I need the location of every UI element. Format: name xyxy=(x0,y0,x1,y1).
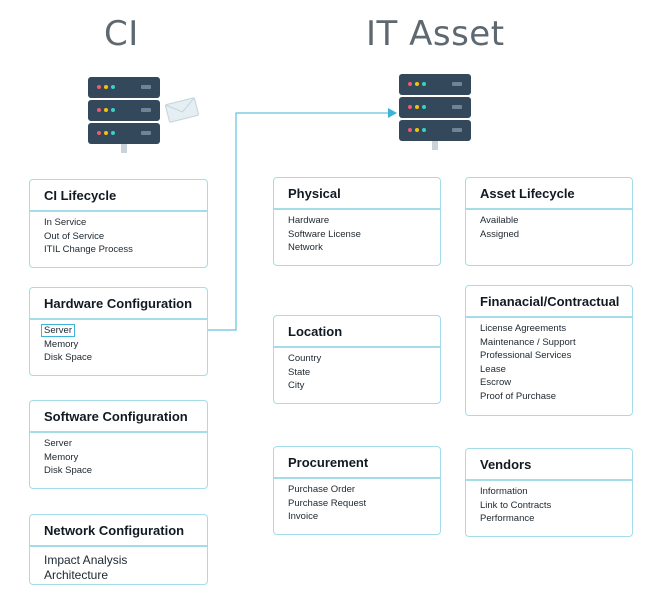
card-divider xyxy=(274,346,440,348)
list-item: City xyxy=(288,380,305,391)
list-item: Lease xyxy=(480,363,506,375)
card-title: Location xyxy=(288,324,343,339)
card-items: License Agreements Maintenance / Support… xyxy=(480,322,576,403)
card-divider xyxy=(466,479,632,481)
card-divider xyxy=(466,316,632,318)
list-item: Assigned xyxy=(480,228,520,240)
list-item: License Agreements xyxy=(480,323,567,334)
card-divider xyxy=(274,477,440,479)
list-item: Disk Space xyxy=(44,352,93,363)
card-hardware-configuration: Hardware Configuration Server Memory Dis… xyxy=(29,287,208,376)
arrowhead-icon xyxy=(388,108,397,118)
card-title: CI Lifecycle xyxy=(44,188,117,203)
list-item: Available xyxy=(480,215,519,226)
card-title: Vendors xyxy=(480,457,532,472)
card-physical: Physical Hardware Software License Netwo… xyxy=(273,177,441,266)
list-item: Server xyxy=(44,438,72,449)
server-highlight-tag: Server xyxy=(41,324,75,337)
ci-server-icon xyxy=(88,77,160,157)
card-title: Asset Lifecycle xyxy=(480,186,575,201)
list-item: Purchase Order xyxy=(288,484,356,495)
list-item: Network xyxy=(288,242,323,253)
it-asset-server-icon xyxy=(399,74,471,154)
card-items: Server Memory Disk Space xyxy=(41,324,93,365)
list-item: In Service xyxy=(44,217,87,228)
list-item: ITIL Change Process xyxy=(44,244,133,255)
card-divider xyxy=(466,208,632,210)
list-item: Disk Space xyxy=(44,465,93,476)
card-title: Network Configuration xyxy=(44,523,185,538)
card-divider xyxy=(274,208,440,210)
card-title: Physical xyxy=(288,186,341,201)
card-ci-lifecycle: CI Lifecycle In Service Out of Service I… xyxy=(29,179,208,268)
list-item: Memory xyxy=(44,338,79,350)
card-procurement: Procurement Purchase Order Purchase Requ… xyxy=(273,446,441,535)
list-item: Out of Service xyxy=(44,230,105,242)
list-item: Professional Services xyxy=(480,350,572,361)
card-items: Hardware Software License Network xyxy=(288,214,361,255)
list-item: Impact Analysis xyxy=(44,553,128,567)
list-item: Escrow xyxy=(480,377,512,388)
list-item: Country xyxy=(288,353,322,364)
card-divider xyxy=(30,431,207,433)
card-items: In Service Out of Service ITIL Change Pr… xyxy=(44,216,133,257)
card-network-configuration: Network Configuration Impact Analysis Ar… xyxy=(29,514,208,585)
card-title: Procurement xyxy=(288,455,369,470)
card-title: Hardware Configuration xyxy=(44,296,193,311)
card-location: Location Country State City xyxy=(273,315,441,404)
card-items: Country State City xyxy=(288,352,321,393)
list-item: Performance xyxy=(480,513,535,524)
envelope-icon xyxy=(165,97,199,123)
card-items: Available Assigned xyxy=(480,214,519,241)
card-divider xyxy=(30,210,207,212)
card-items: Server Memory Disk Space xyxy=(44,437,92,478)
list-item: Information xyxy=(480,486,528,497)
card-items: Purchase Order Purchase Request Invoice xyxy=(288,483,366,524)
list-item: Memory xyxy=(44,451,79,463)
card-vendors: Vendors Information Link to Contracts Pe… xyxy=(465,448,633,537)
list-item: Link to Contracts xyxy=(480,499,552,511)
list-item: Purchase Request xyxy=(288,497,367,509)
card-items: Impact Analysis Architecture xyxy=(44,553,127,583)
ci-title: CI xyxy=(104,14,139,54)
list-item: State xyxy=(288,366,311,378)
list-item: Proof of Purchase xyxy=(480,390,557,402)
list-item: Architecture xyxy=(44,568,109,582)
card-software-configuration: Software Configuration Server Memory Dis… xyxy=(29,400,208,489)
card-divider xyxy=(30,318,207,320)
card-title: Software Configuration xyxy=(44,409,188,424)
card-divider xyxy=(30,545,207,547)
card-financial-contractual: Finanacial/Contractual License Agreement… xyxy=(465,285,633,416)
card-asset-lifecycle: Asset Lifecycle Available Assigned xyxy=(465,177,633,266)
list-item: Hardware xyxy=(288,215,330,226)
it-asset-title: IT Asset xyxy=(366,14,505,54)
card-title: Finanacial/Contractual xyxy=(480,294,620,309)
list-item: Software License xyxy=(288,228,361,240)
list-item: Maintenance / Support xyxy=(480,336,576,348)
list-item: Invoice xyxy=(288,511,319,522)
card-items: Information Link to Contracts Performanc… xyxy=(480,485,551,526)
